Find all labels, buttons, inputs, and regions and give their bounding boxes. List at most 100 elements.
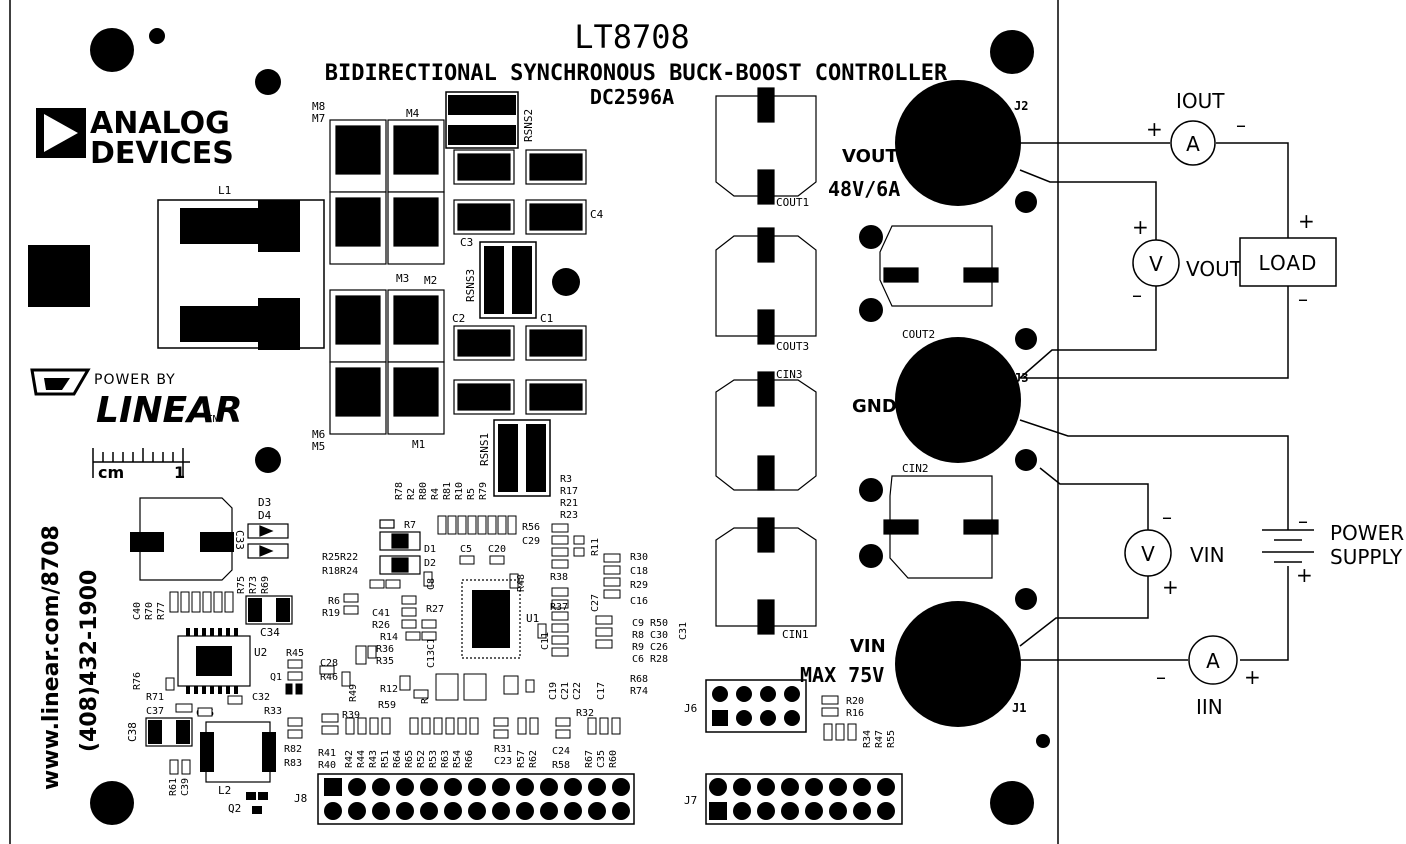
label-c18: C18 bbox=[630, 566, 648, 577]
label-rsns3: RSNS3 bbox=[464, 269, 477, 302]
label-r32: R32 bbox=[576, 708, 594, 719]
label-r51: R51 bbox=[380, 750, 391, 768]
ic-u2 bbox=[177, 628, 251, 694]
label-l1: L1 bbox=[218, 184, 231, 197]
label-r46: R46 bbox=[320, 672, 338, 683]
label-r82: R82 bbox=[284, 744, 302, 755]
label-c8: C8 bbox=[426, 578, 437, 590]
label-r35: R35 bbox=[376, 656, 394, 667]
label-r42: R42 bbox=[344, 750, 355, 768]
svg-text:ANALOG: ANALOG bbox=[90, 106, 230, 141]
label-q1: Q1 bbox=[270, 672, 282, 683]
label-r39: R39 bbox=[342, 710, 360, 721]
label-c9: C9 bbox=[632, 618, 644, 629]
label-r63: R63 bbox=[440, 750, 451, 768]
terminal-j3-gnd bbox=[895, 337, 1021, 463]
cap-c34 bbox=[245, 595, 293, 625]
label-j7: J7 bbox=[684, 794, 697, 807]
iin-minus: – bbox=[1156, 665, 1166, 689]
label-r26: R26 bbox=[372, 620, 390, 631]
power-supply-minus: – bbox=[1298, 509, 1308, 533]
rsns1 bbox=[493, 419, 551, 497]
label-r49: R49 bbox=[348, 684, 359, 702]
ruler bbox=[92, 448, 190, 478]
label-r80: R80 bbox=[418, 482, 429, 500]
label-r77: R77 bbox=[156, 602, 167, 620]
label-r58: R58 bbox=[552, 760, 570, 771]
label-r66: R66 bbox=[464, 750, 475, 768]
inductor-l1 bbox=[157, 199, 325, 350]
svg-text:POWER BY: POWER BY bbox=[94, 372, 176, 388]
mounting-holes bbox=[90, 28, 1050, 825]
label-r20: R20 bbox=[846, 696, 864, 707]
label-r59: R59 bbox=[378, 700, 396, 711]
label-cin1: CIN1 bbox=[782, 628, 809, 641]
label-c31: C31 bbox=[678, 622, 689, 640]
label-d3: D3 bbox=[258, 496, 271, 509]
vout-meter-minus: – bbox=[1132, 283, 1142, 307]
label-c24: C24 bbox=[552, 746, 570, 757]
label-r57: R57 bbox=[516, 750, 527, 768]
label-m4: M4 bbox=[406, 107, 420, 120]
svg-text:DEVICES: DEVICES bbox=[90, 136, 234, 171]
label-power-supply-1: POWER bbox=[1330, 521, 1404, 545]
label-vin-rating: MAX 75V bbox=[800, 663, 884, 687]
label-r14: R14 bbox=[380, 632, 398, 643]
iin-plus: + bbox=[1244, 665, 1261, 689]
ammeter-iin-symbol: A bbox=[1206, 649, 1220, 673]
voltmeter-vin bbox=[1124, 529, 1172, 577]
label-r78: R78 bbox=[394, 482, 405, 500]
voltmeter-vin-symbol: V bbox=[1141, 542, 1155, 566]
label-r44: R44 bbox=[356, 750, 367, 768]
label-r31: R31 bbox=[494, 744, 512, 755]
label-c6: C6 bbox=[632, 654, 644, 665]
label-c33: C33 bbox=[233, 530, 246, 550]
terminal-j2-vout bbox=[895, 80, 1021, 206]
label-r73: R73 bbox=[248, 576, 259, 594]
label-r33: R33 bbox=[264, 706, 282, 717]
voltmeter-vout bbox=[1132, 239, 1180, 287]
label-c2: C2 bbox=[452, 312, 465, 325]
label-r11: R11 bbox=[590, 538, 601, 556]
small-parts-mid bbox=[319, 555, 547, 701]
label-m8: M8 bbox=[312, 100, 325, 113]
cap-c33 bbox=[130, 497, 234, 581]
label-r2: R2 bbox=[406, 488, 417, 500]
label-load: LOAD bbox=[1259, 251, 1318, 275]
ruler-unit: cm bbox=[98, 463, 124, 482]
label-iin: IIN bbox=[1196, 695, 1223, 719]
label-c27: C27 bbox=[590, 594, 601, 612]
label-r79: R79 bbox=[478, 482, 489, 500]
resistor-column-right bbox=[551, 523, 621, 657]
label-m7: M7 bbox=[312, 112, 325, 125]
label-l2: L2 bbox=[218, 784, 231, 797]
label-r60: R60 bbox=[608, 750, 619, 768]
label-r83: R83 bbox=[284, 758, 302, 769]
electrolytic-caps bbox=[715, 87, 999, 635]
label-r53: R53 bbox=[428, 750, 439, 768]
label-c41: C41 bbox=[372, 608, 390, 619]
inductor-l2 bbox=[200, 721, 276, 783]
label-cin3: CIN3 bbox=[776, 368, 803, 381]
mosfet-array bbox=[329, 119, 445, 435]
label-c3: C3 bbox=[460, 236, 473, 249]
vin-meter-minus: – bbox=[1162, 505, 1172, 529]
label-vout: VOUT bbox=[842, 146, 899, 167]
label-c11: C11 bbox=[540, 632, 551, 650]
label-cout1: COUT1 bbox=[776, 196, 809, 209]
label-r71: R71 bbox=[146, 692, 164, 703]
label-r28: R28 bbox=[650, 654, 668, 665]
svg-text:TM: TM bbox=[205, 414, 221, 425]
test-wiring bbox=[1019, 142, 1314, 661]
resistor-column-top bbox=[437, 515, 517, 535]
label-d1: D1 bbox=[424, 544, 436, 555]
label-r27: R27 bbox=[426, 604, 444, 615]
resistor-bank-bottom bbox=[321, 713, 621, 739]
ammeter-iout-symbol: A bbox=[1186, 132, 1200, 156]
label-iout: IOUT bbox=[1176, 89, 1225, 113]
label-j2: J2 bbox=[1014, 99, 1028, 113]
label-r34: R34 bbox=[862, 730, 873, 748]
label-r17: R17 bbox=[560, 486, 578, 497]
label-c34: C34 bbox=[260, 626, 280, 639]
label-c39: C39 bbox=[180, 778, 191, 796]
